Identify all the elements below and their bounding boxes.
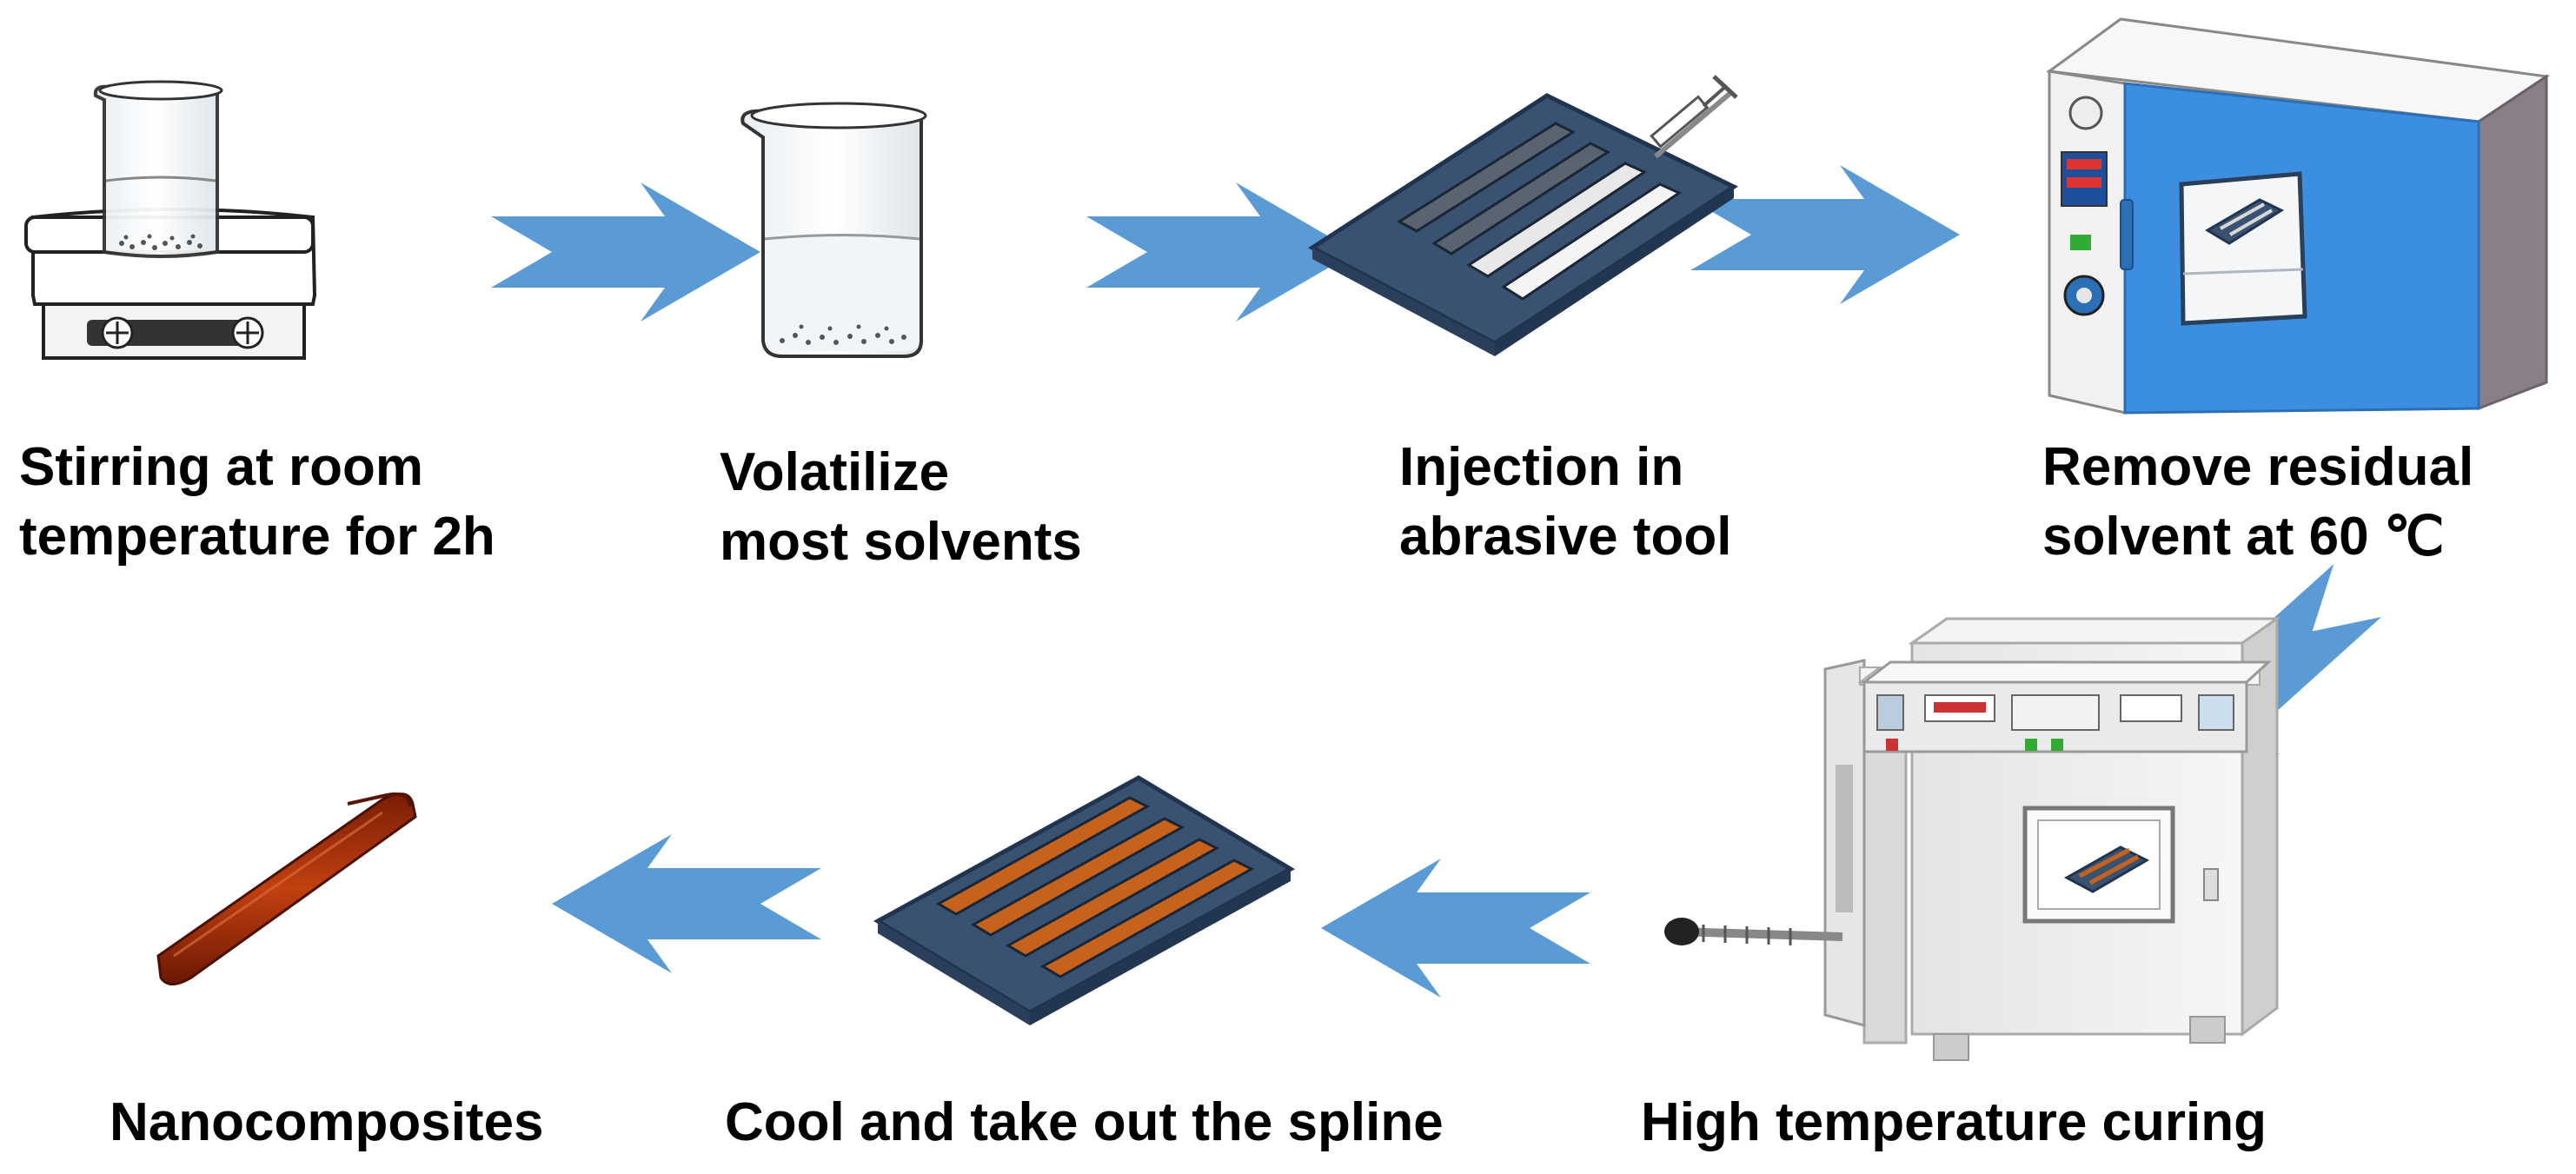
label-volatilize-line-2: most solvents: [720, 512, 1082, 572]
label-cure: High temperature curing: [1641, 1088, 2267, 1157]
label-stir-line-2: temperature for 2h: [19, 507, 495, 567]
arrow-cool-to-product: [552, 834, 821, 973]
magnetic-stirrer-beaker-icon: [24, 80, 317, 360]
arrow-cure-to-cool: [1321, 859, 1590, 998]
arrow-inject-to-dry: [1690, 165, 1960, 304]
label-cool: Cool and take out the spline: [725, 1088, 1444, 1157]
label-stir-line-1: Stirring at room: [19, 437, 424, 497]
label-dry-line-1: Remove residual: [2042, 437, 2474, 497]
label-cure-line-1: High temperature curing: [1641, 1092, 2267, 1152]
arrow-stir-to-volatilize: [491, 182, 760, 322]
label-dry: Remove residual solvent at 60 ℃: [2042, 433, 2473, 572]
label-inject-line-1: Injection in: [1399, 437, 1684, 497]
beaker-with-sediment-icon: [740, 102, 927, 358]
mold-tray-with-syringe-icon: [1308, 75, 1739, 356]
label-cool-line-1: Cool and take out the spline: [725, 1092, 1444, 1152]
muffle-furnace-icon: [1664, 616, 2281, 1061]
arrow-volatilize-to-inject: [1086, 182, 1356, 322]
nanocomposite-bar-icon: [156, 792, 417, 985]
mold-tray-with-cured-splines-icon: [873, 775, 1296, 1025]
label-inject: Injection in abrasive tool: [1399, 433, 1731, 572]
label-dry-line-2: solvent at 60 ℃: [2042, 507, 2445, 567]
label-product: Nanocomposites: [110, 1088, 544, 1157]
label-inject-line-2: abrasive tool: [1399, 507, 1732, 567]
label-product-line-1: Nanocomposites: [110, 1092, 544, 1152]
label-volatilize: Volatilize most solvents: [720, 438, 1082, 577]
label-volatilize-line-1: Volatilize: [720, 442, 950, 502]
label-stir: Stirring at room temperature for 2h: [19, 433, 495, 572]
vacuum-drying-oven-icon: [2046, 17, 2551, 415]
